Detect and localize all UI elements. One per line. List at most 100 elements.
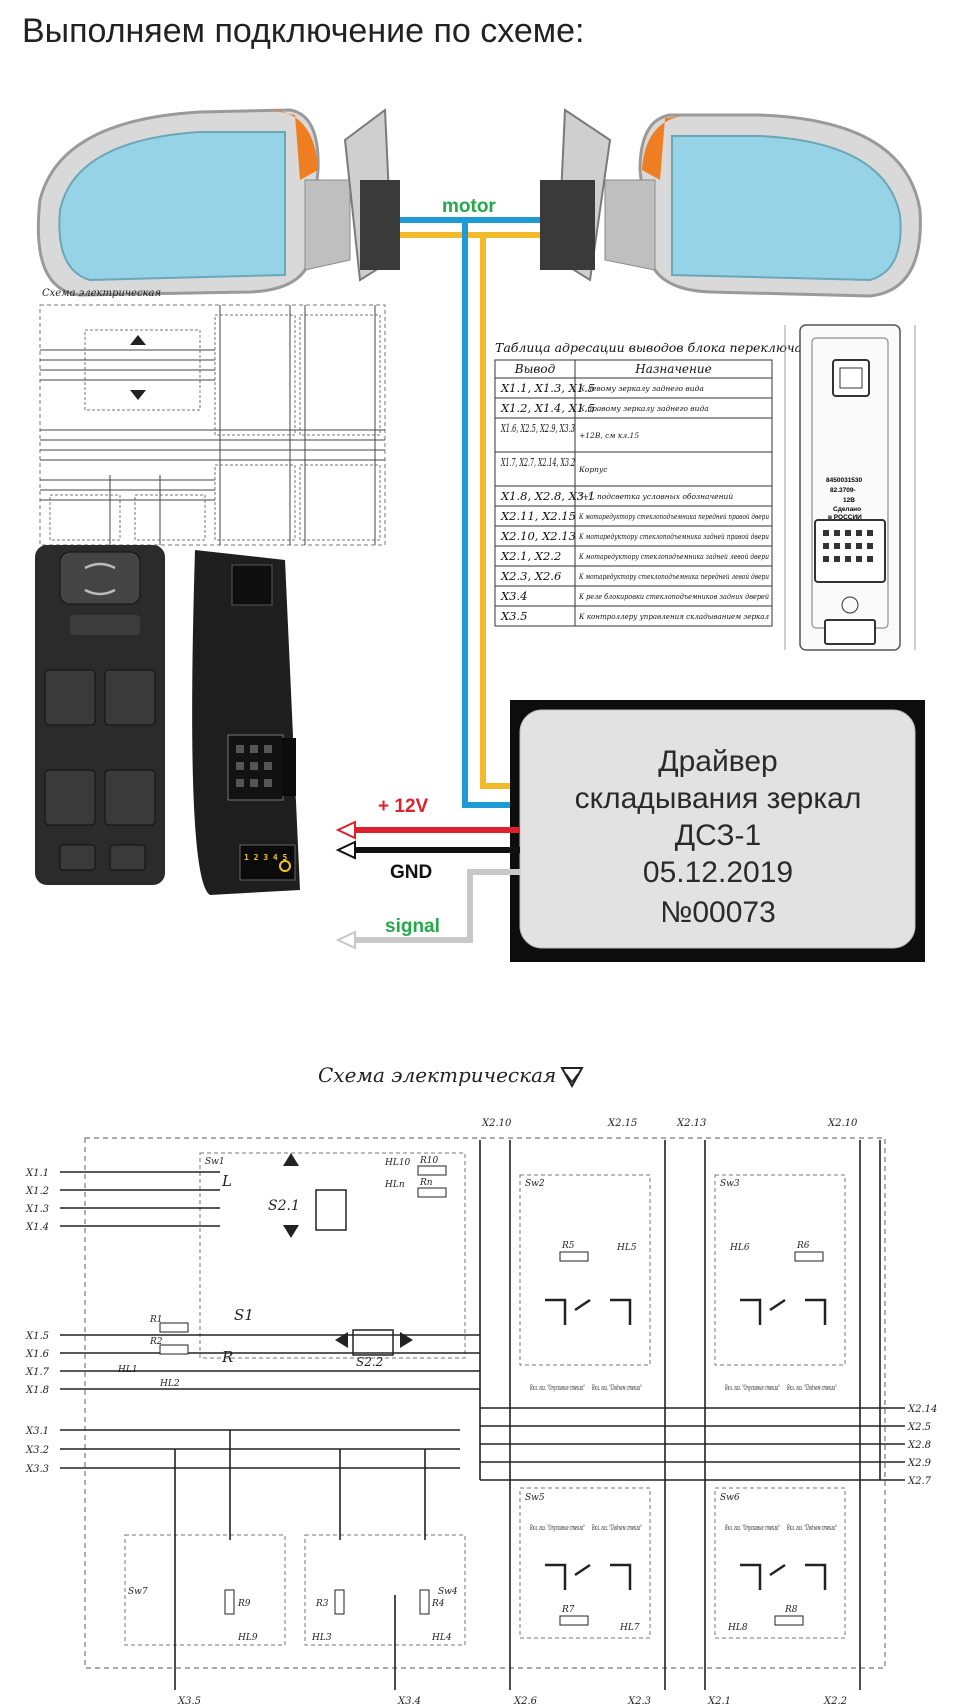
connector-pin-numbers: 1 2 3 4 5	[244, 853, 288, 862]
unit-label-1: 8450031530	[826, 477, 863, 484]
switch-label: Sw4	[438, 1587, 458, 1597]
table-cell-purpose: К мотаредуктору стеклоподъемника задней …	[578, 552, 769, 561]
output-terminal-label: X2.14	[907, 1404, 937, 1415]
input-terminal-label: X1.3	[25, 1204, 49, 1215]
table-cell-purpose: К мотаредуктору стеклоподъемника задней …	[578, 532, 769, 541]
unit-label-4: Сделано	[833, 506, 861, 513]
bottom-terminal-label: X2.6	[513, 1696, 538, 1707]
top-terminal-label: X2.10	[481, 1118, 512, 1129]
output-terminal-label: X2.5	[907, 1422, 931, 1433]
input-terminal-label: X1.7	[25, 1367, 50, 1378]
plus-12v-label: + 12V	[378, 796, 429, 817]
small-schematic: Схема электрическая	[39, 288, 386, 546]
connector-pins-grid	[823, 530, 873, 562]
table-cell-purpose: "+", подсветка условных обозначений	[579, 492, 733, 501]
pin-table: Таблица адресации выводов блока переключ…	[494, 340, 845, 627]
component-hl2: HL2	[159, 1379, 180, 1389]
switch-label: Sw7	[128, 1587, 148, 1597]
input-terminal-label: X3.1	[25, 1426, 49, 1437]
unit-label-3: 12В	[843, 497, 855, 504]
motor-label: motor	[442, 196, 496, 217]
switch-label: Sw6	[720, 1493, 740, 1503]
switch-caption: Вкл. газ. "Опускание стекла"	[725, 1524, 780, 1532]
component-hl6: HL6	[729, 1243, 750, 1253]
component-hl10: HL10	[384, 1158, 411, 1168]
big-schematic: Схема электрическая	[25, 1063, 937, 1707]
component-s22: S2.2	[356, 1355, 383, 1369]
switch-label: Sw2	[525, 1179, 545, 1189]
component-hl4: HL4	[431, 1633, 452, 1643]
bottom-terminal-label: X3.4	[397, 1696, 421, 1707]
page-heading: Выполняем подключение по схеме:	[22, 12, 585, 50]
component-r7: R7	[561, 1605, 575, 1615]
table-cell-purpose: К мотаредуктору стеклоподъемника передне…	[578, 572, 769, 581]
motor-wires	[400, 217, 540, 808]
input-terminal-label: X3.3	[25, 1464, 49, 1475]
component-r3: R3	[315, 1599, 329, 1609]
table-row	[494, 605, 773, 627]
table-cell-purpose: К мотаредуктору стеклоподъемника передне…	[578, 512, 769, 521]
output-terminal-label: X2.8	[907, 1440, 931, 1451]
switch-block-back: 1 2 3 4 5	[192, 550, 300, 895]
component-r6: R6	[796, 1241, 810, 1251]
input-terminal-label: X1.5	[25, 1331, 49, 1342]
switch-caption: Вкл. газ. "Подъем стекла"	[591, 1384, 642, 1392]
switch-block-front	[35, 545, 165, 885]
table-cell-pin: X1.8, X2.8, X3.1	[500, 489, 595, 503]
component-r8: R8	[784, 1605, 798, 1615]
gnd-label: GND	[390, 862, 432, 883]
right-mirror	[540, 108, 922, 298]
table-header-purpose: Назначение	[634, 362, 712, 376]
input-terminal-label: X1.8	[25, 1385, 49, 1396]
switch-label: Sw5	[525, 1493, 545, 1503]
component-hl7: HL7	[619, 1623, 640, 1633]
table-cell-pin: X2.3, X2.6	[500, 569, 561, 583]
table-cell-pin: X3.5	[500, 609, 527, 623]
power-wires	[335, 820, 520, 950]
driver-date: 05.12.2019	[643, 856, 793, 889]
input-terminal-label: X1.1	[25, 1168, 49, 1179]
driver-line2: складывания зеркал	[575, 782, 862, 815]
driver-box: Драйвер складывания зеркал ДСЗ-1 05.12.2…	[510, 700, 925, 962]
component-hl8: HL8	[727, 1623, 748, 1633]
table-cell-pin: X3.4	[500, 589, 527, 603]
input-terminal-label: X1.6	[25, 1349, 50, 1360]
switch-caption: Вкл. газ. "Опускание стекла"	[530, 1524, 585, 1532]
small-schematic-title: Схема электрическая	[42, 288, 161, 299]
component-r4: R4	[431, 1599, 445, 1609]
component-l: L	[221, 1172, 232, 1190]
table-cell-purpose: Корпус	[578, 465, 608, 474]
table-cell-pin: X2.11, X2.15	[500, 509, 576, 523]
switch-label: Sw3	[720, 1179, 740, 1189]
component-hl9: HL9	[237, 1633, 258, 1643]
bottom-terminal-label: X2.3	[627, 1696, 651, 1707]
table-cell-pin: X1.6, X2.5, X2.9, X3.3	[500, 422, 575, 435]
switch-caption: Вкл. газ. "Опускание стекла"	[725, 1384, 780, 1392]
component-s21: S2.1	[268, 1198, 300, 1214]
table-cell-purpose: К левому зеркалу заднего вида	[578, 384, 704, 393]
driver-line1: Драйвер	[658, 745, 777, 778]
signal-label: signal	[385, 916, 440, 937]
wiring-diagram: motor Схема электрическая Таблица адреса…	[25, 108, 937, 1707]
top-terminal-label: X2.15	[607, 1118, 637, 1129]
component-r1: R1	[149, 1315, 163, 1325]
switch-label: Sw1	[205, 1157, 225, 1167]
table-cell-pin: X2.1, X2.2	[500, 549, 561, 563]
unit-label-2: 82.3709-	[830, 487, 856, 494]
bottom-terminal-label: X2.1	[707, 1696, 731, 1707]
component-hln: HLn	[384, 1180, 405, 1190]
component-hl1: HL1	[117, 1365, 138, 1375]
switch-caption: Вкл. газ. "Подъем стекла"	[591, 1524, 642, 1532]
component-r9: R9	[237, 1599, 251, 1609]
component-r5: R5	[561, 1241, 575, 1251]
component-hl5: HL5	[616, 1243, 637, 1253]
component-r10: R10	[419, 1156, 439, 1166]
component-rn: Rn	[419, 1178, 433, 1188]
switch-caption: Вкл. газ. "Подъем стекла"	[786, 1524, 837, 1532]
input-terminal-label: X1.2	[25, 1186, 49, 1197]
driver-serial: №00073	[660, 896, 776, 929]
unit-label-5: в РОССИИ	[828, 514, 862, 521]
table-cell-pin: X1.2, X1.4, X1.5	[500, 401, 595, 415]
component-s1: S1	[234, 1306, 254, 1324]
output-terminal-label: X2.9	[907, 1458, 932, 1469]
